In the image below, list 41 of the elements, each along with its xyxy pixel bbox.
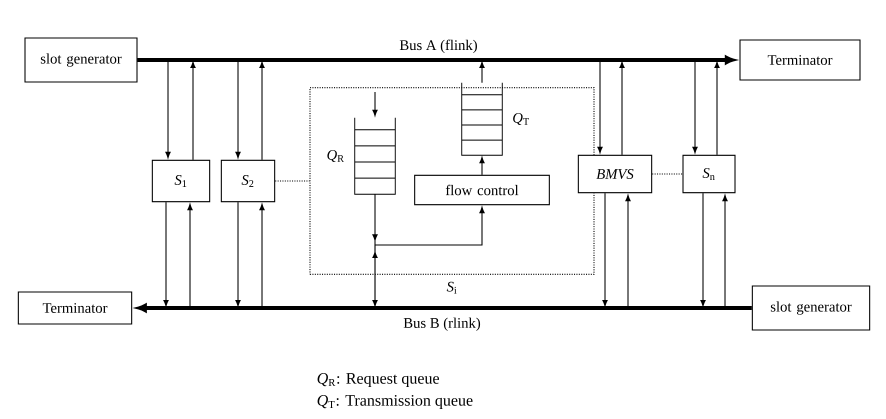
arrow (692, 60, 698, 154)
station-box: Terminator (18, 291, 132, 325)
bus-label: Bus A (flink) (398, 38, 479, 54)
arrow (714, 62, 720, 155)
arrow (479, 62, 485, 83)
arrow (259, 62, 265, 160)
arrow (700, 193, 706, 306)
arrow (625, 194, 631, 308)
queue-label: Q$_{R}$ (327, 150, 344, 162)
legend-text: Q$_{R}$: Request queue (318, 373, 440, 387)
station-box: S$_{n}$ (682, 154, 736, 194)
arrow (190, 62, 196, 160)
arrow (372, 92, 378, 116)
node-label: S$_{i}$ (446, 282, 457, 294)
arrow (163, 202, 169, 306)
arrow (372, 206, 485, 308)
dotted-link (652, 173, 682, 175)
queue-symbol (461, 82, 503, 156)
station-box: S$_{2}$ (220, 160, 276, 202)
dotted-link (275, 180, 310, 182)
arrow (479, 156, 485, 175)
bus-label: Bus B (rlink) (402, 316, 482, 332)
arrow (597, 60, 603, 154)
arrow (235, 60, 241, 158)
arrow (619, 62, 625, 155)
station-box: slot generator (24, 37, 138, 83)
station-box: flow control (414, 174, 550, 206)
station-box: slot generator (752, 285, 870, 331)
station-box: S$_{1}$ (152, 160, 210, 202)
queue-symbol (354, 117, 396, 195)
queue-label: Q$_{T}$ (513, 112, 529, 126)
arrow (235, 202, 241, 306)
station-box: BMVS (578, 154, 652, 194)
arrow (372, 194, 378, 306)
arrow (259, 204, 265, 308)
arrow (165, 60, 171, 158)
arrow (602, 193, 608, 306)
station-box: Terminator (739, 39, 861, 81)
arrow (722, 194, 728, 308)
legend-text: Q$_{T}$: Transmission queue (318, 395, 473, 409)
arrow (187, 204, 193, 308)
